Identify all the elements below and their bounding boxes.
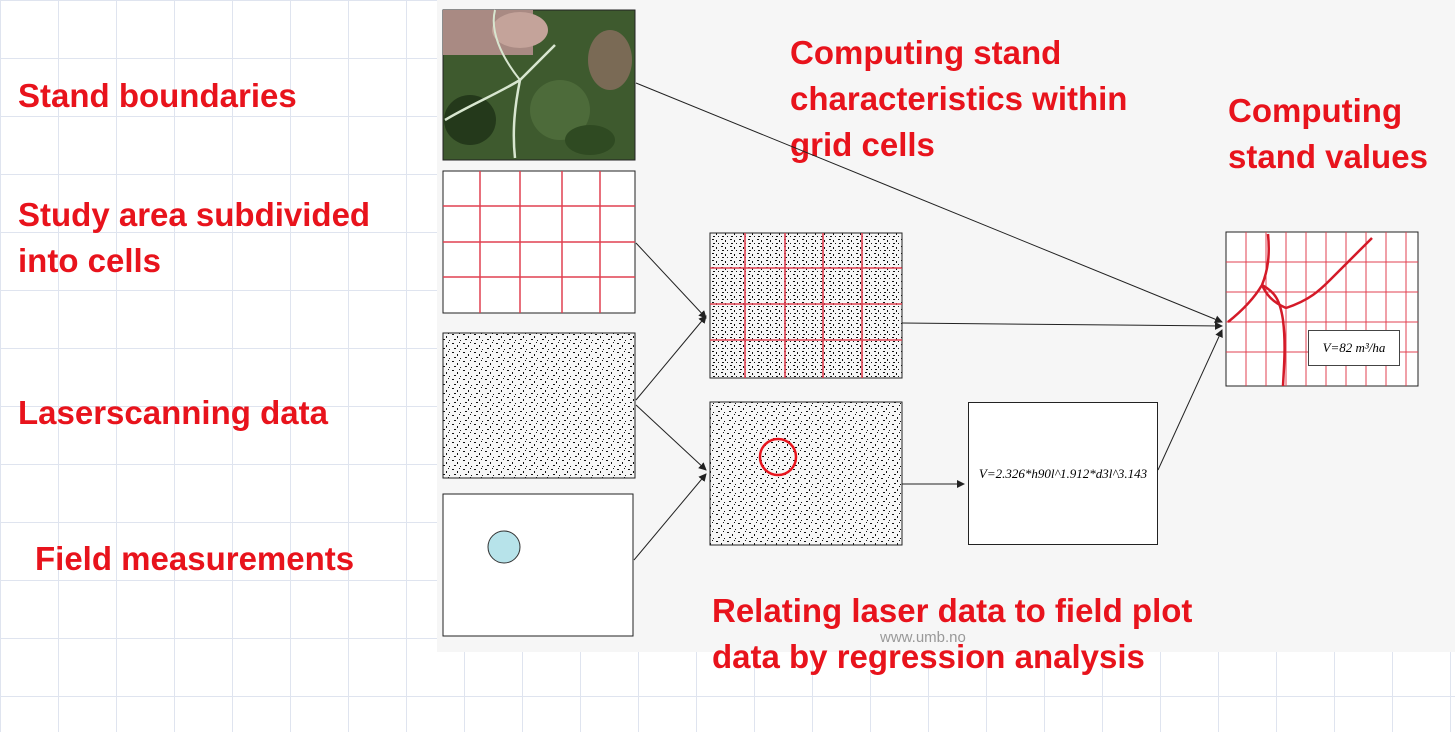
laser-grid-image [709,232,903,379]
volume-result-label: V=82 m³/ha [1308,330,1400,366]
aerial-photo [442,9,636,161]
label-study-area: Study area subdivided into cells [18,196,371,280]
label-computing-characteristics: Computing stand characteristics within g… [790,34,1128,164]
field-measurement-image [442,493,634,637]
flow-arrows [633,82,1223,561]
grid-cells-image [442,170,636,314]
label-computing-values: Computing stand values [1228,92,1428,176]
laser-plot-image [709,401,903,546]
label-stand-boundaries: Stand boundaries [18,77,297,114]
volume-result-text: V=82 m³/ha [1322,340,1386,355]
label-field-measurements: Field measurements [35,540,355,577]
laser-data-image [442,332,636,479]
watermark: www.umb.no [880,629,966,646]
regression-formula: V=2.326*h90l^1.912*d3l^3.143 [968,402,1158,545]
label-relating: Relating laser data to field plot data b… [712,592,1193,676]
regression-formula-text: V=2.326*h90l^1.912*d3l^3.143 [978,465,1148,481]
label-laserscanning-data: Laserscanning data [18,394,328,431]
